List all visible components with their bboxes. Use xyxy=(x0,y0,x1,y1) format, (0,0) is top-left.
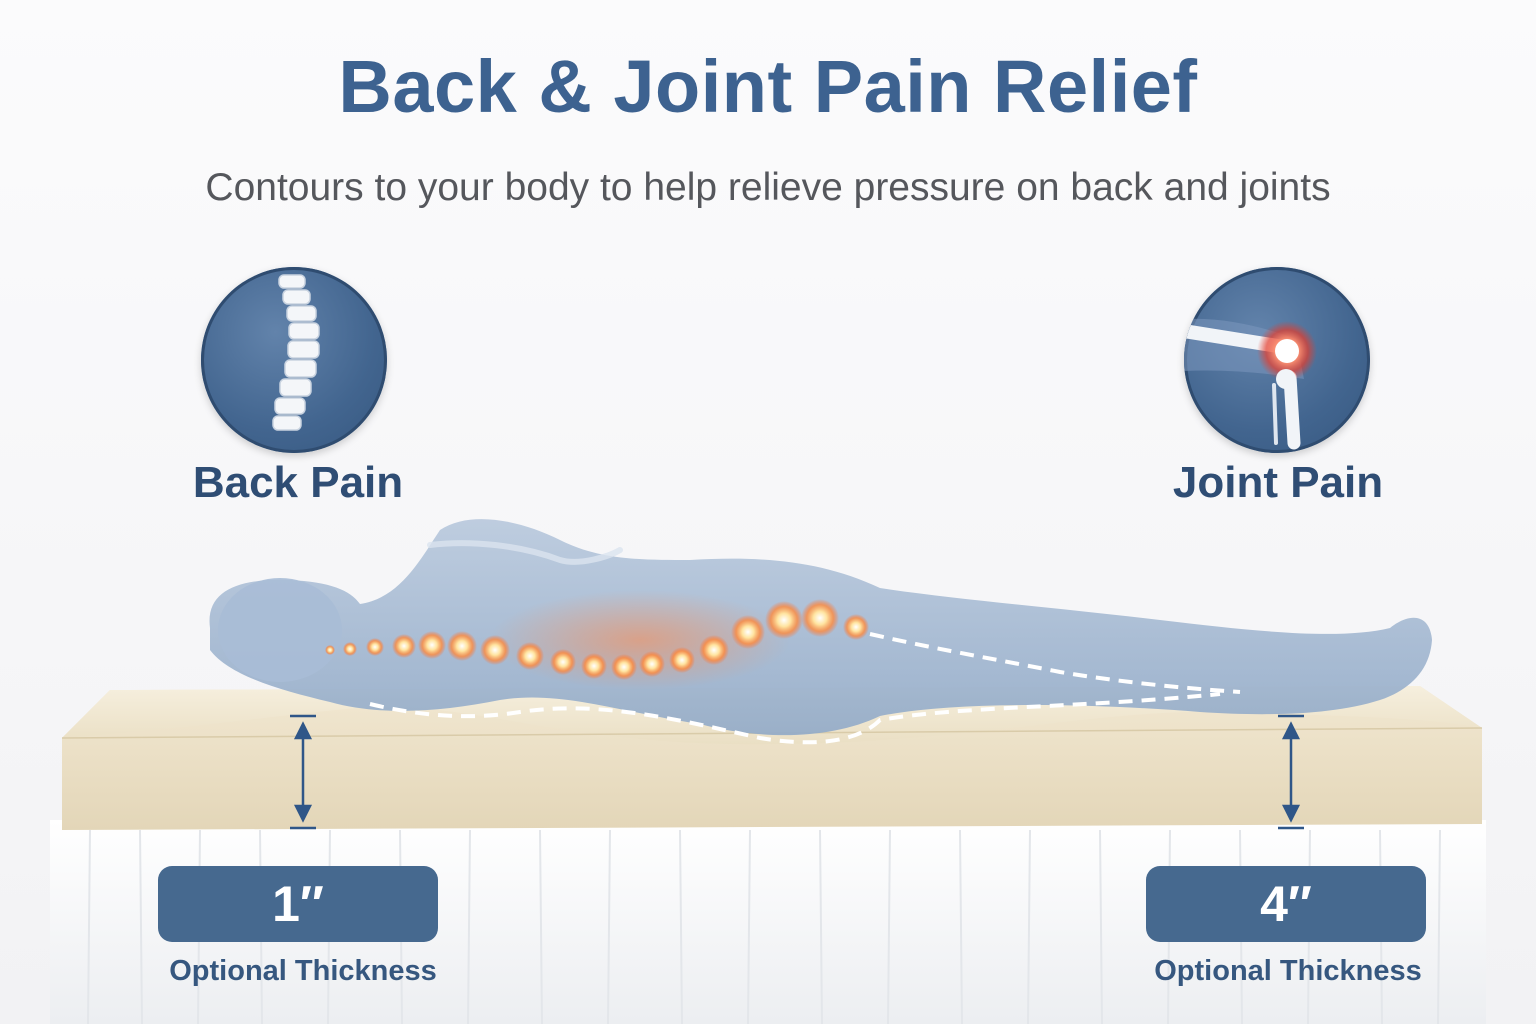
joint-pain-badge xyxy=(1184,267,1370,453)
joint-pain-label: Joint Pain xyxy=(1172,458,1384,507)
thickness-arrow-right xyxy=(1278,714,1304,830)
back-pain-label: Back Pain xyxy=(192,458,404,507)
page-subtitle: Contours to your body to help relieve pr… xyxy=(205,166,1331,209)
spine-pressure-dots xyxy=(325,599,869,680)
thickness-badge-1in: 1″ xyxy=(158,866,438,942)
contour-dashed-line xyxy=(369,692,1221,745)
thickness-arrow-left xyxy=(290,714,316,830)
thickness-caption-right: Optional Thickness xyxy=(1154,955,1422,987)
back-pain-badge xyxy=(201,267,387,453)
thickness-caption-left: Optional Thickness xyxy=(169,955,437,987)
knee-joint-icon xyxy=(1184,318,1317,450)
page-title: Back & Joint Pain Relief xyxy=(338,45,1198,128)
spine-icon xyxy=(272,274,320,431)
thickness-badge-4in: 4″ xyxy=(1146,866,1426,942)
